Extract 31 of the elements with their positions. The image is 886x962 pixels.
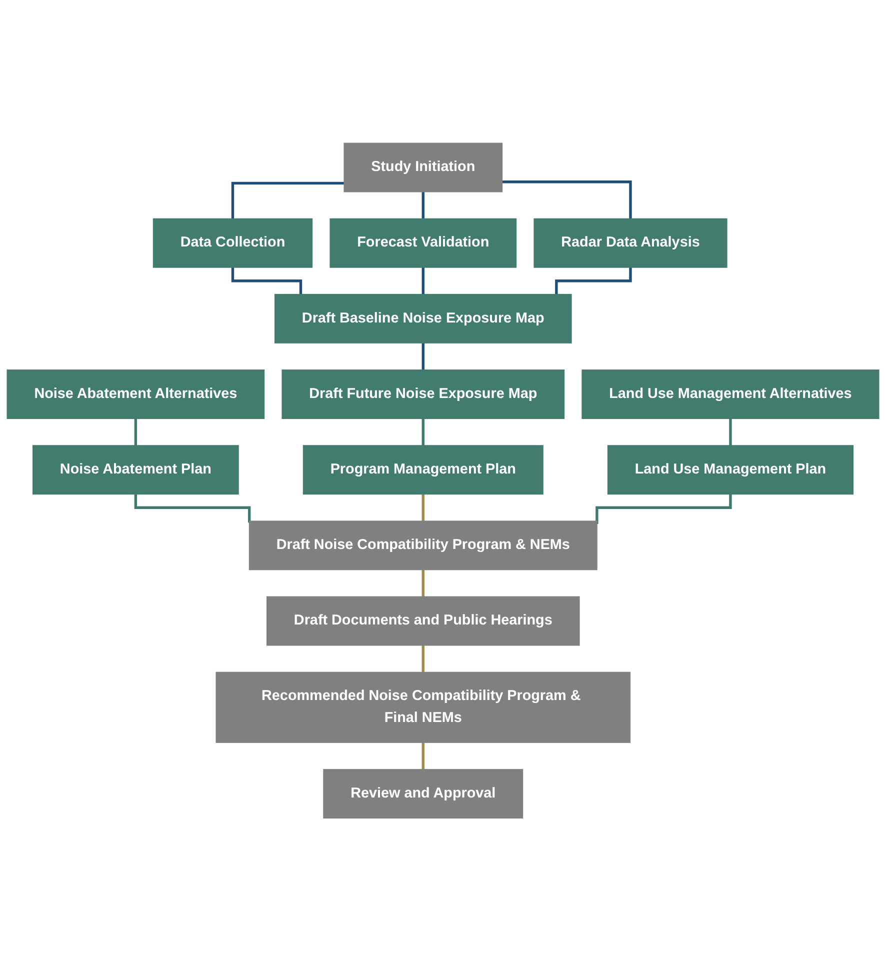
node-box: Draft Future Noise Exposure Map (282, 370, 565, 420)
node-box: Noise Abatement Alternatives (6, 370, 265, 420)
node-box: Land Use Management Plan (607, 445, 854, 495)
connector (422, 266, 424, 295)
node-box: Draft Baseline Noise Exposure Map (274, 294, 572, 344)
node-box: Forecast Validation (330, 218, 517, 268)
node-box: Noise Abatement Plan (32, 445, 239, 495)
node-box: Data Collection (152, 218, 313, 268)
connector (231, 266, 302, 295)
connector (422, 190, 424, 220)
node-box: Recommended Noise Compatibility Program & Final NEMs (216, 672, 631, 744)
connector (134, 418, 138, 446)
connector (422, 418, 424, 446)
connector (502, 180, 632, 220)
connector (729, 418, 732, 446)
node-box: Radar Data Analysis (534, 218, 728, 268)
connector (596, 493, 732, 524)
node-box: Study Initiation (344, 143, 503, 193)
node-box: Draft Noise Compatibility Program & NEMs (248, 521, 598, 571)
node-box: Draft Documents and Public Hearings (266, 596, 580, 646)
node-box: Review and Approval (323, 769, 524, 819)
connector (422, 644, 424, 673)
connector (422, 342, 424, 370)
connector (422, 568, 424, 598)
connector (555, 266, 632, 295)
connector (134, 493, 251, 523)
connector (422, 493, 424, 522)
node-box: Program Management Plan (302, 445, 544, 495)
connector (231, 182, 344, 220)
node-box: Land Use Management Alternatives (582, 370, 880, 420)
connector (422, 742, 424, 770)
